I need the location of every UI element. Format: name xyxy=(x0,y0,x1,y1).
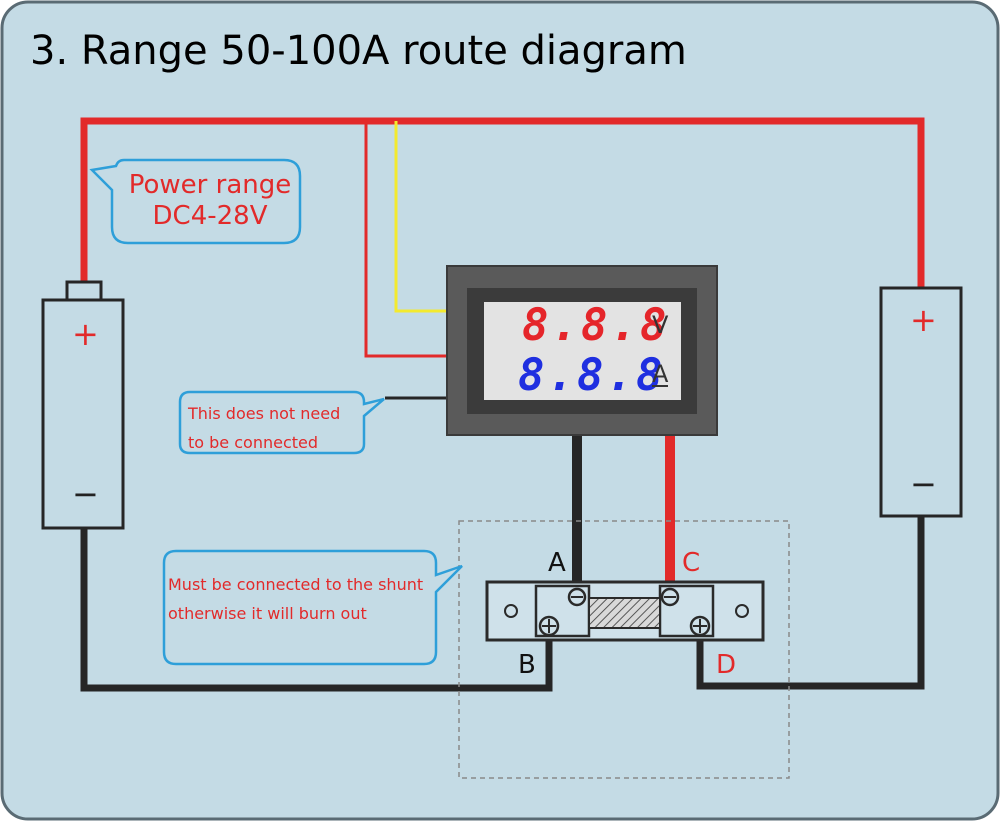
battery-left-cap xyxy=(65,280,103,302)
screw-d-icon xyxy=(689,615,711,637)
shunt-warning-line1: Must be connected to the shunt xyxy=(168,575,424,594)
battery-right-body xyxy=(879,286,963,518)
shunt-dashed-box xyxy=(458,520,790,779)
power-range-label: Power range xyxy=(128,170,292,200)
terminal-a-label: A xyxy=(548,548,566,578)
shunt xyxy=(485,580,765,642)
meter xyxy=(446,265,718,436)
battery-right xyxy=(879,286,963,518)
current-display: 8.8.8 xyxy=(518,350,666,401)
red-wire-top xyxy=(80,117,925,290)
shunt-warning-text: Must be connected to the shunt otherwise… xyxy=(168,570,423,628)
power-range-value: DC4-28V xyxy=(152,201,268,231)
black-wire-right xyxy=(696,516,925,690)
terminal-d-label: D xyxy=(716,650,737,680)
not-connected-line2: to be connected xyxy=(188,433,319,452)
meter-screen xyxy=(484,302,681,400)
not-connected-line1: This does not need xyxy=(188,404,341,423)
red-lead-meter xyxy=(364,121,447,358)
terminal-c-label: C xyxy=(682,548,701,578)
battery-left-body xyxy=(41,298,125,530)
not-connected-bubble xyxy=(178,390,385,455)
shunt-resistor xyxy=(588,597,661,629)
screw-a-icon xyxy=(567,587,587,607)
diagram-title: 3. Range 50-100A route diagram xyxy=(30,28,687,74)
yellow-lead-meter xyxy=(394,121,447,313)
battery-right-positive-sign: + xyxy=(910,301,937,339)
voltage-display: 8.8.8 xyxy=(522,300,670,351)
screw-c-icon xyxy=(660,587,680,607)
power-range-text: Power range DC4-28V xyxy=(120,170,300,232)
terminal-b-label: B xyxy=(518,650,536,680)
not-connected-text: This does not need to be connected xyxy=(188,399,340,457)
battery-right-negative-sign: − xyxy=(910,465,937,503)
power-range-bubble xyxy=(89,158,302,245)
battery-left xyxy=(41,280,125,530)
black-wire-bottom xyxy=(80,528,553,692)
shunt-mount-hole-left xyxy=(504,604,518,618)
battery-left-negative-sign: − xyxy=(72,475,99,513)
current-unit: A xyxy=(652,360,669,388)
battery-left-positive-sign: + xyxy=(72,315,99,353)
voltage-unit: V xyxy=(652,311,669,339)
shunt-warning-bubble xyxy=(162,549,463,666)
shunt-warning-line2: otherwise it will burn out xyxy=(168,604,367,623)
shunt-mount-hole-right xyxy=(735,604,749,618)
screw-b-icon xyxy=(538,615,560,637)
